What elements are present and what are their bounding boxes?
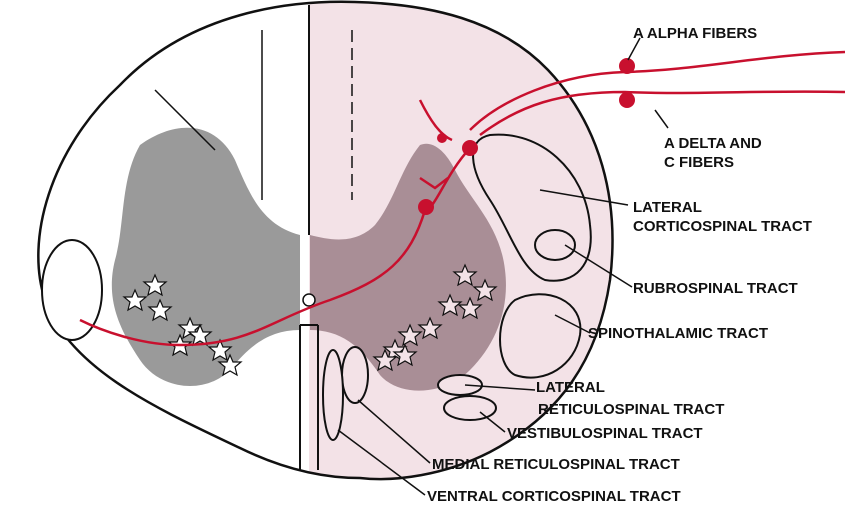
label-rubrospinal-tract: RUBROSPINAL TRACT [633, 279, 798, 298]
label-lateral-reticulospinal-tract: LATERAL [536, 378, 605, 397]
label-a-alpha-fibers: A ALPHA FIBERS [633, 24, 757, 43]
label-a-delta-c-fibers: A DELTA AND C FIBERS [664, 134, 762, 172]
label-ventral-corticospinal-tract: VENTRAL CORTICOSPINAL TRACT [427, 487, 681, 506]
label-lateral-corticospinal-tract: LATERAL CORTICOSPINAL TRACT [633, 198, 812, 236]
label-lateral-reticulospinal-tract-2: RETICULOSPINAL TRACT [538, 400, 724, 419]
label-spinothalamic-tract: SPINOTHALAMIC TRACT [588, 324, 768, 343]
label-medial-reticulospinal-tract: MEDIAL RETICULOSPINAL TRACT [432, 455, 680, 474]
label-vestibulospinal-tract: VESTIBULOSPINAL TRACT [507, 424, 703, 443]
